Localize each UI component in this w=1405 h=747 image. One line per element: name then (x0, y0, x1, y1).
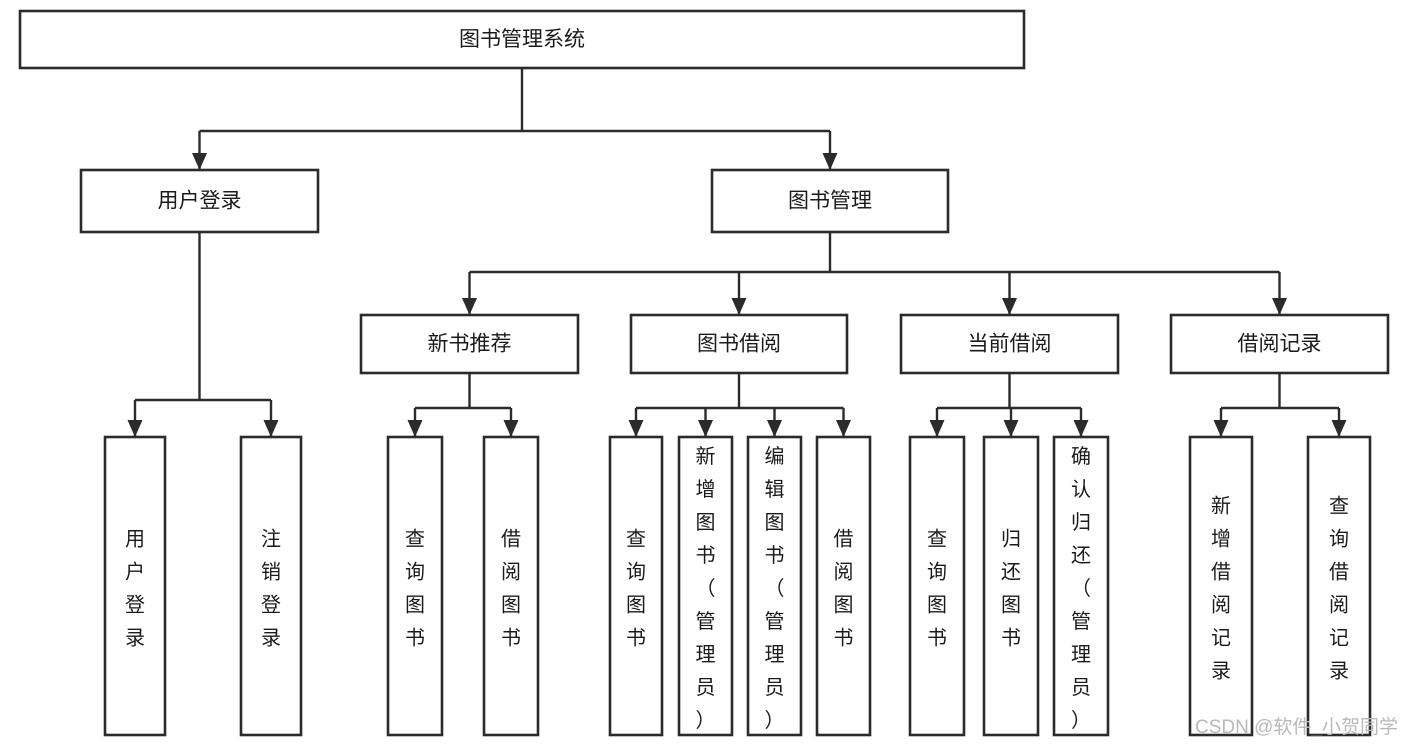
node-label-book-borrow: 图书借阅 (697, 333, 781, 356)
node-label-leaf-return-book: 归还图书 (1001, 528, 1021, 650)
node-label-root: 图书管理系统 (459, 28, 585, 51)
node-box-borrow-record[interactable] (1169, 313, 1390, 375)
node-label-leaf-query-book-3: 查询图书 (927, 528, 947, 650)
node-box-leaf-edit-book[interactable] (746, 435, 803, 737)
arrow-head-icon (1272, 298, 1287, 315)
node-label-leaf-add-book: 新增图书（管理员） (696, 445, 716, 732)
node-label-current-borrow: 当前借阅 (968, 333, 1052, 356)
node-box-book-management[interactable] (710, 168, 950, 234)
node-box-leaf-query-book-3[interactable] (908, 435, 966, 737)
node-box-leaf-borrow-book-1[interactable] (482, 435, 540, 737)
arrow-head-icon (1331, 420, 1347, 437)
node-box-leaf-confirm-return[interactable] (1052, 435, 1110, 737)
node-box-leaf-query-record[interactable] (1306, 435, 1372, 737)
arrow-head-icon (731, 298, 747, 315)
arrow-head-icon (263, 420, 279, 437)
node-label-leaf-confirm-return: 确认归还（管理员） (1071, 445, 1091, 732)
node-box-leaf-add-book[interactable] (677, 435, 734, 737)
node-box-leaf-logout-login[interactable] (239, 435, 303, 737)
arrow-head-icon (1213, 420, 1229, 437)
arrow-head-icon (503, 420, 519, 437)
node-label-user-login: 用户登录 (158, 190, 242, 213)
node-layer: 图书管理系统用户登录图书管理新书推荐图书借阅当前借阅借阅记录用户登录注销登录查询… (18, 9, 1390, 737)
arrow-head-icon (929, 420, 945, 437)
node-box-new-book-recommend[interactable] (359, 313, 580, 375)
node-label-leaf-edit-book: 编辑图书（管理员） (765, 445, 785, 732)
arrow-head-icon (1003, 420, 1019, 437)
arrow-head-icon (1073, 420, 1089, 437)
arrow-head-icon (462, 298, 477, 315)
node-label-leaf-logout-login: 注销登录 (261, 528, 281, 650)
node-box-current-borrow[interactable] (899, 313, 1120, 375)
node-label-leaf-borrow-book-2: 借阅图书 (834, 528, 854, 650)
arrow-head-icon (698, 420, 713, 437)
arrow-head-icon (127, 420, 143, 437)
node-label-leaf-query-book-1: 查询图书 (405, 528, 425, 650)
node-box-leaf-return-book[interactable] (982, 435, 1040, 737)
node-label-borrow-record: 借阅记录 (1238, 333, 1322, 356)
node-box-leaf-user-login[interactable] (103, 435, 167, 737)
arrow-head-icon (192, 153, 207, 170)
csdn-watermark: CSDN @软件_小贺同学 (1195, 716, 1398, 738)
arrow-head-icon (822, 153, 838, 170)
node-box-root[interactable] (18, 9, 1026, 70)
node-label-book-management: 图书管理 (788, 190, 872, 213)
node-label-leaf-query-record: 查询借阅记录 (1329, 495, 1349, 683)
arrow-head-icon (836, 420, 851, 437)
node-box-book-borrow[interactable] (629, 313, 849, 375)
node-box-leaf-borrow-book-2[interactable] (815, 435, 872, 737)
node-box-leaf-query-book-1[interactable] (386, 435, 444, 737)
node-box-leaf-query-book-2[interactable] (608, 435, 664, 737)
node-box-user-login[interactable] (79, 168, 320, 234)
node-box-leaf-add-record[interactable] (1188, 435, 1254, 737)
node-label-leaf-add-record: 新增借阅记录 (1211, 495, 1231, 683)
arrow-head-icon (1002, 298, 1017, 315)
connector-layer (127, 68, 1347, 437)
arrow-head-icon (628, 420, 644, 437)
node-label-leaf-query-book-2: 查询图书 (626, 528, 646, 650)
node-label-leaf-user-login: 用户登录 (125, 529, 145, 650)
node-label-leaf-borrow-book-1: 借阅图书 (501, 528, 521, 650)
arrow-head-icon (767, 420, 782, 437)
node-label-new-book-recommend: 新书推荐 (428, 333, 512, 356)
arrow-head-icon (407, 420, 423, 437)
